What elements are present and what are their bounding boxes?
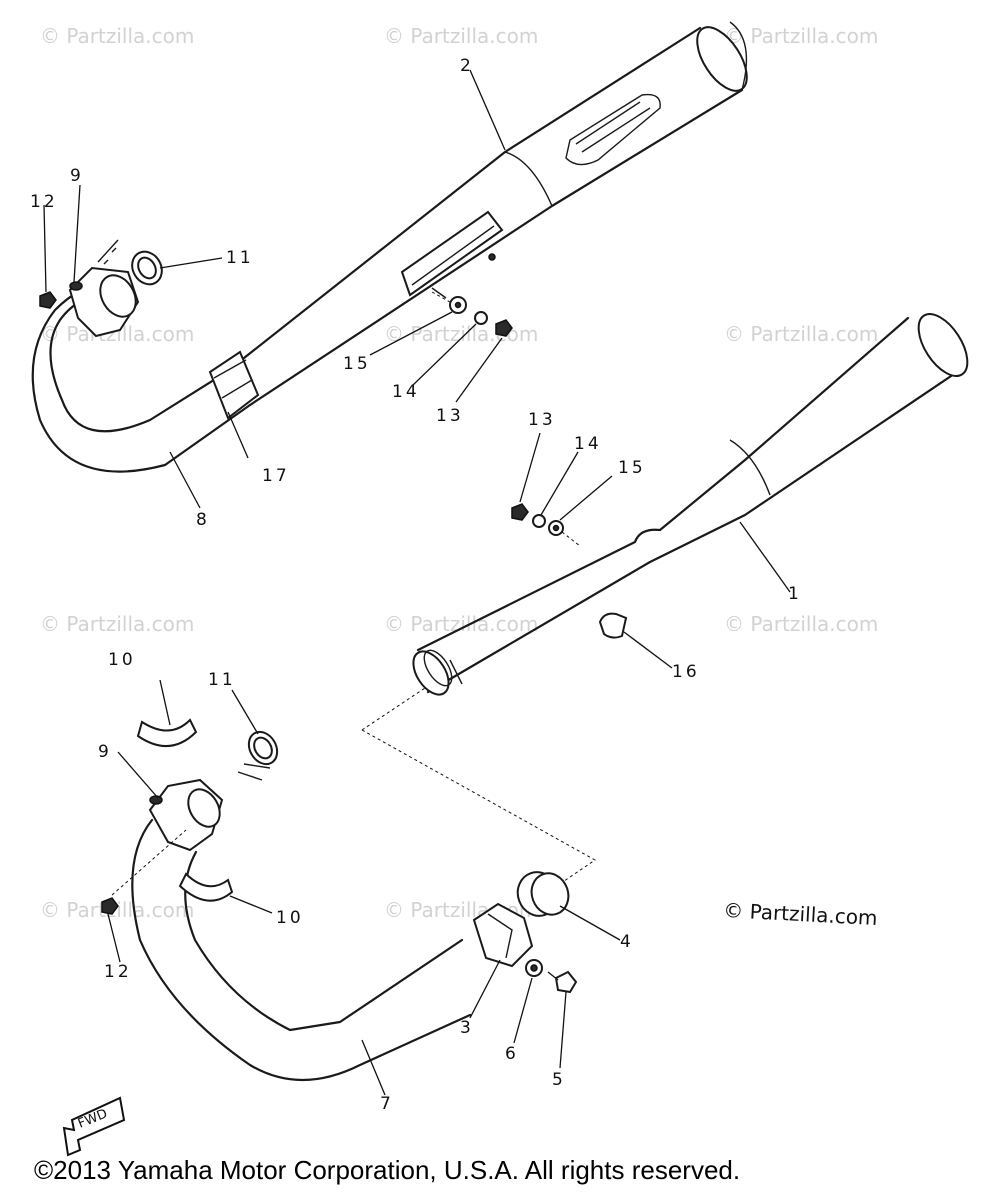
watermark: © Partzilla.com xyxy=(40,612,195,636)
upper-head-pipe xyxy=(31,278,260,473)
watermark: © Partzilla.com xyxy=(724,322,879,346)
callout-11: 11 xyxy=(208,670,236,690)
watermark: © Partzilla.com xyxy=(724,612,879,636)
callout-14: 14 xyxy=(392,382,420,402)
callout-11: 11 xyxy=(226,248,254,268)
callout-4: 4 xyxy=(620,932,634,952)
muffler-bushing xyxy=(598,612,628,639)
lower-muffler xyxy=(412,313,969,696)
watermark: © Partzilla.com xyxy=(384,612,539,636)
callout-8: 8 xyxy=(196,510,210,530)
callout-14: 14 xyxy=(574,434,602,454)
callout-17: 17 xyxy=(262,466,290,486)
callout-10: 10 xyxy=(276,908,304,928)
callout-12: 12 xyxy=(104,962,132,982)
callout-2: 2 xyxy=(460,56,474,76)
watermark: © Partzilla.com xyxy=(384,24,539,48)
callout-15: 15 xyxy=(618,458,646,478)
callout-10: 10 xyxy=(108,650,136,670)
upper-mount-hardware xyxy=(431,291,513,337)
callout-12: 12 xyxy=(30,192,58,212)
yamaha-copyright-footer: ©2013 Yamaha Motor Corporation, U.S.A. A… xyxy=(34,1155,741,1185)
callout-9: 9 xyxy=(98,742,112,762)
lower-mount-hardware xyxy=(511,503,581,547)
watermark: © Partzilla.com xyxy=(724,24,879,48)
watermark: © Partzilla.com xyxy=(40,898,195,922)
callout-5: 5 xyxy=(552,1070,566,1090)
callout-1: 1 xyxy=(788,584,802,604)
lower-flange xyxy=(101,718,279,915)
upper-mount-bracket xyxy=(400,210,504,299)
callout-3: 3 xyxy=(460,1018,474,1038)
upper-muffler xyxy=(223,21,748,407)
callout-15: 15 xyxy=(343,354,371,374)
fwd-arrow: FWD xyxy=(62,1096,126,1157)
callout-9: 9 xyxy=(70,166,84,186)
upper-flange xyxy=(39,239,163,338)
callout-6: 6 xyxy=(505,1044,519,1064)
watermark: © Partzilla.com xyxy=(40,24,195,48)
callout-16: 16 xyxy=(672,662,700,682)
callout-13: 13 xyxy=(436,406,464,426)
lower-clamp-assembly xyxy=(472,871,578,994)
callout-7: 7 xyxy=(380,1094,394,1114)
callout-13: 13 xyxy=(528,410,556,430)
leader-lines xyxy=(43,69,791,1096)
